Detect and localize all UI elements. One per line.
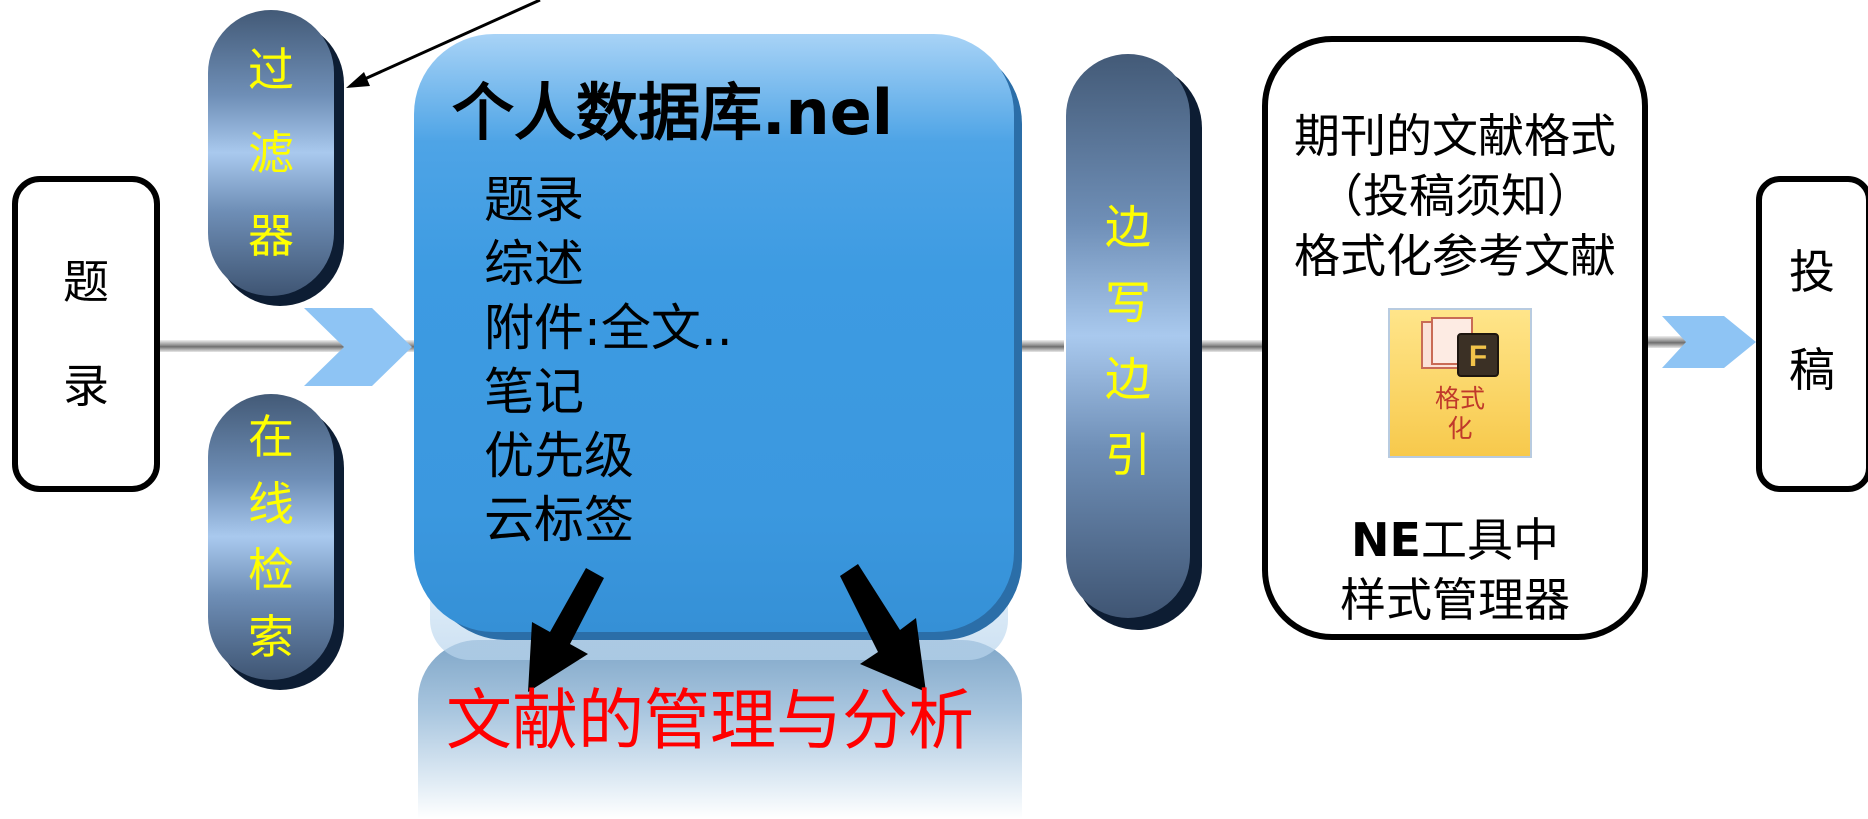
filter-pill-char-2: 滤 [248, 126, 294, 180]
format-document-icon: F [1421, 317, 1499, 377]
chevron-arrow-right-icon [1662, 316, 1756, 368]
format-button-label-2: 化 [1447, 414, 1473, 443]
record-box-char-2: 录 [63, 359, 109, 414]
database-item: 笔记 [484, 363, 584, 421]
write-cite-pill-char-3: 边 [1105, 352, 1151, 406]
search-pill: 在 线 检 索 [208, 394, 334, 680]
search-pill-char-1: 在 [248, 410, 294, 465]
ne-tools-text: 工具中 [1420, 513, 1559, 567]
search-pill-char-3: 检 [248, 543, 294, 598]
write-cite-pill: 边 写 边 引 [1066, 54, 1190, 618]
submit-box-char-1: 投 [1789, 244, 1835, 299]
style-manager-caption: NE工具中 样式管理器 [1262, 510, 1648, 630]
database-item: 云标签 [484, 491, 634, 549]
format-button-label-1: 格式 [1434, 384, 1485, 413]
filter-pill: 过 滤 器 [208, 10, 334, 296]
database-item: 综述 [484, 235, 584, 293]
database-item-list: 题录 综述 附件:全文.. 笔记 优先级 云标签 [484, 168, 733, 552]
submit-box [1756, 176, 1868, 492]
journal-format-heading: 期刊的文献格式 （投稿须知） 格式化参考文献 [1262, 106, 1648, 286]
database-item: 题录 [484, 171, 584, 229]
connector-line-middle [1018, 340, 1064, 352]
svg-text:F: F [1469, 340, 1487, 373]
database-panel [414, 34, 1014, 632]
record-box-char-1: 题 [63, 254, 109, 309]
ne-tools-bold: NE [1351, 513, 1421, 567]
submit-box-label: 投 稿 [1756, 196, 1868, 446]
analysis-label: 文献的管理与分析 [446, 682, 974, 759]
write-cite-pill-char-2: 写 [1105, 276, 1151, 330]
database-item: 优先级 [484, 427, 634, 485]
record-box [12, 176, 160, 492]
down-arrow-right-icon [840, 564, 926, 692]
write-cite-pill-char-1: 边 [1105, 200, 1151, 254]
chevron-arrow-left-icon [304, 308, 412, 386]
journal-format-line-1: 期刊的文献格式 [1294, 109, 1616, 163]
connector-line-right [1200, 340, 1266, 352]
format-button[interactable]: F 格式 化 [1388, 308, 1532, 458]
filter-pill-char-3: 器 [248, 209, 294, 263]
filter-pill-char-1: 过 [248, 43, 294, 97]
submit-box-char-2: 稿 [1789, 343, 1835, 398]
database-title: 个人数据库.nel [452, 76, 893, 149]
database-item: 附件:全文.. [484, 299, 733, 357]
pointer-arrow-icon [346, 0, 541, 88]
search-pill-char-2: 线 [248, 476, 294, 531]
journal-format-line-3: 格式化参考文献 [1294, 229, 1616, 283]
search-pill-char-4: 索 [248, 609, 294, 664]
journal-format-line-2: （投稿须知） [1317, 169, 1593, 223]
down-arrow-left-icon [528, 568, 604, 692]
write-cite-pill-char-4: 引 [1105, 428, 1151, 482]
style-manager-label: 样式管理器 [1340, 573, 1570, 627]
record-box-label: 题 录 [12, 200, 160, 468]
